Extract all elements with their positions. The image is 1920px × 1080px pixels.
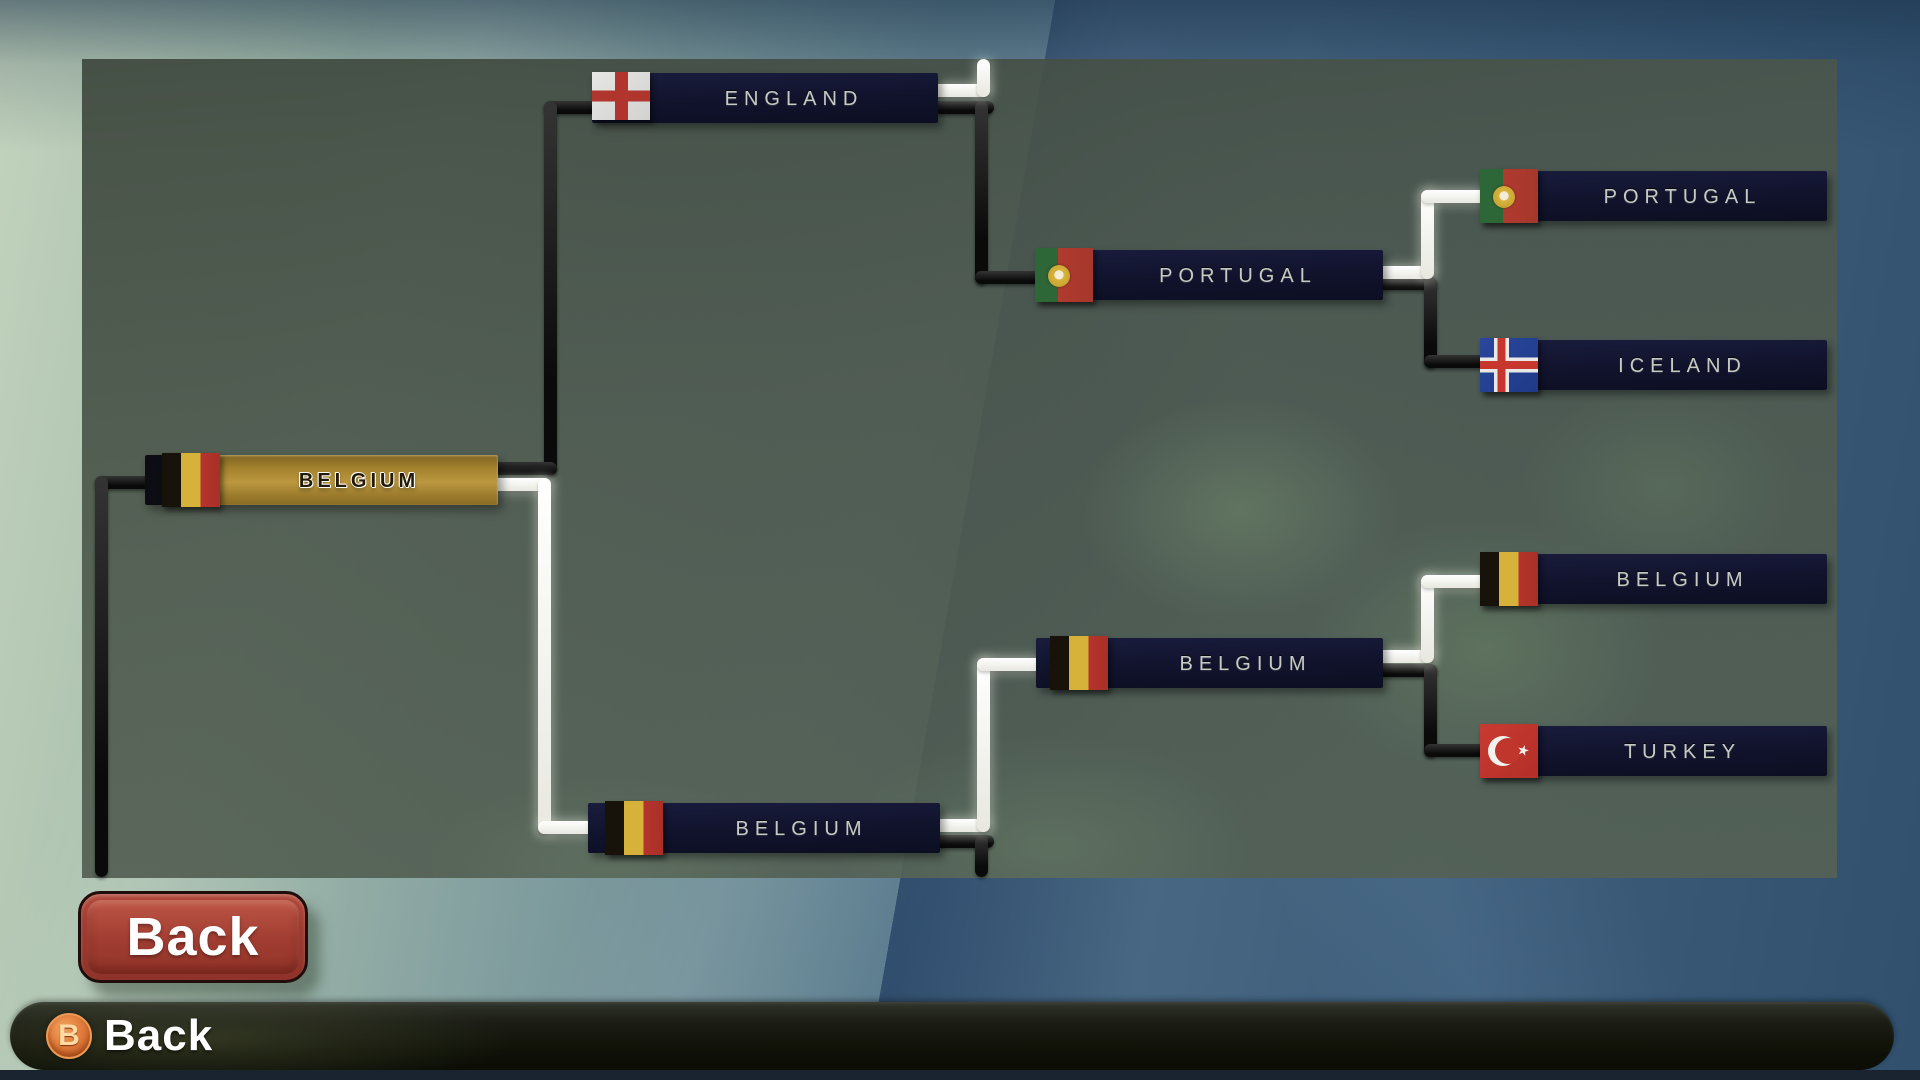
winner-path-segment [1421, 190, 1486, 203]
loser-path-segment [1377, 664, 1437, 677]
loser-path-segment [1424, 355, 1486, 368]
winner-path-segment [1377, 650, 1434, 663]
bottom-edge-strip [0, 1070, 1920, 1080]
loser-path-segment [95, 476, 108, 877]
loser-path-segment [975, 271, 1041, 284]
team-name-label: BELGIUM [298, 469, 420, 492]
bracket-node-quarterfinalist-2: ICELAND [1480, 338, 1827, 392]
team-name-label: TURKEY [1623, 740, 1742, 763]
winner-path-segment [1421, 190, 1434, 279]
loser-path-segment [544, 101, 598, 114]
bracket-node-finalist-top: ENGLAND [592, 72, 938, 123]
hint-label: Back [104, 1011, 214, 1060]
loser-path-segment [975, 835, 988, 877]
loser-path-segment [975, 101, 988, 284]
belgium-flag-icon [162, 453, 220, 507]
bracket-node-champion: BELGIUM [145, 453, 498, 507]
back-button[interactable]: Back [78, 891, 308, 983]
bracket-node-quarterfinalist-4: ★ TURKEY [1480, 724, 1827, 778]
team-name-label: BELGIUM [1179, 652, 1312, 675]
winner-path-segment [1421, 575, 1434, 663]
bracket-node-quarterfinalist-1: PORTUGAL [1480, 169, 1827, 223]
england-flag-icon [592, 72, 650, 120]
loser-path-segment [1424, 277, 1437, 368]
turkey-flag-icon: ★ [1480, 724, 1538, 778]
team-name-label: BELGIUM [1616, 568, 1749, 591]
b-back-hint[interactable]: B Back [46, 1011, 213, 1061]
winner-path-segment [977, 658, 990, 832]
bracket-node-quarterfinalist-3: BELGIUM [1480, 552, 1827, 606]
belgium-flag-icon [1480, 552, 1538, 606]
team-name-label: BELGIUM [735, 817, 868, 840]
winner-path-segment [538, 478, 551, 834]
back-button-face [87, 900, 299, 974]
b-button-icon: B [46, 1013, 92, 1059]
team-name-label: PORTUGAL [1159, 264, 1317, 287]
loser-path-segment [492, 462, 557, 475]
winner-path-segment [538, 821, 594, 834]
bracket-node-finalist-bottom: BELGIUM [588, 801, 940, 855]
team-name-label: PORTUGAL [1603, 185, 1762, 208]
back-button-label: Back [126, 907, 260, 967]
loser-path-segment [1377, 277, 1437, 290]
portugal-flag-icon [1480, 169, 1538, 223]
loser-path-segment [1424, 664, 1437, 757]
winner-path-segment [934, 819, 990, 832]
winner-path-segment [492, 478, 551, 491]
bracket-node-semifinalist-top: PORTUGAL [1035, 248, 1383, 302]
portugal-flag-icon [1035, 248, 1093, 302]
winner-path-segment [977, 658, 1042, 671]
team-name-label: ENGLAND [724, 87, 864, 110]
iceland-flag-icon [1480, 338, 1538, 392]
winner-path-segment [977, 59, 990, 97]
belgium-flag-icon [1050, 636, 1108, 690]
team-name-label: ICELAND [1618, 354, 1747, 377]
winner-path-segment [930, 84, 990, 97]
belgium-flag-icon [605, 801, 663, 855]
loser-path-segment [1424, 744, 1486, 757]
loser-path-segment [544, 101, 557, 475]
bracket-node-semifinalist-bottom: BELGIUM [1036, 636, 1383, 690]
winner-path-segment [1377, 266, 1434, 279]
bottom-hint-bar: B Back [10, 1002, 1894, 1070]
winner-path-segment [1421, 575, 1486, 588]
